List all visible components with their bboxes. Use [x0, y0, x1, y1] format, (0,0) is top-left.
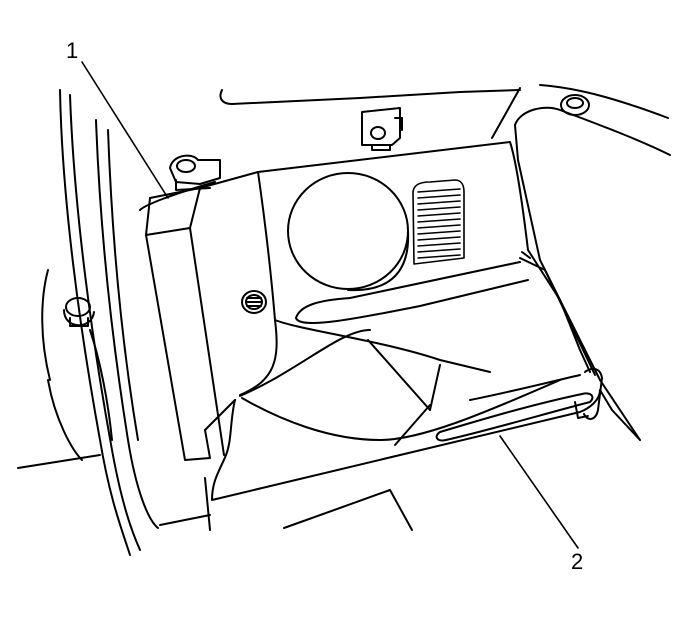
right-side-lip [575, 369, 640, 440]
panel-retainer-pin [242, 291, 266, 313]
trim-panel-body [146, 142, 600, 530]
floor-lines [284, 490, 412, 530]
callout-label-2: 2 [571, 549, 584, 574]
callout-leaders [82, 62, 578, 548]
upper-body [140, 85, 668, 210]
left-clip-fastener [64, 298, 94, 326]
left-wheelhouse [42, 270, 112, 460]
callout-label-1: 1 [66, 38, 79, 63]
speaker-opening [288, 173, 408, 290]
door-frame [18, 90, 210, 555]
right-quarter-panel [515, 95, 670, 440]
leader-line-2 [500, 436, 578, 548]
top-retainer-bracket [362, 108, 402, 150]
leader-line-1 [82, 62, 168, 198]
vent-grille [413, 180, 464, 264]
